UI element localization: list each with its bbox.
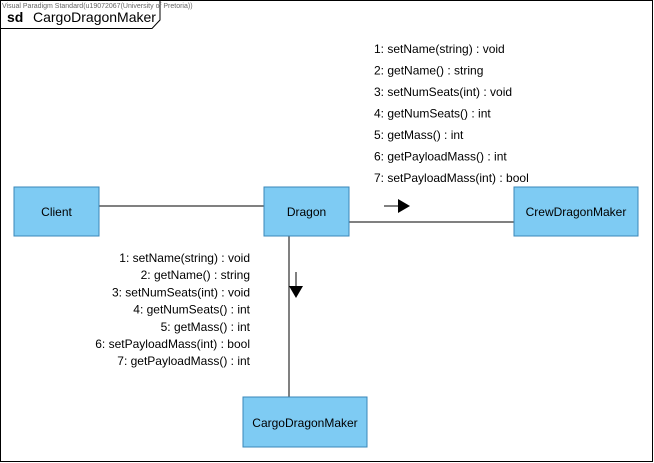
message-label: 2: getName() : string [141, 268, 250, 282]
message-label: 4: getNumSeats() : int [374, 107, 491, 121]
object-crew-dragon-maker[interactable]: CrewDragonMaker [513, 186, 639, 237]
message-label: 7: setPayloadMass(int) : bool [374, 171, 529, 185]
object-dragon-label: Dragon [287, 205, 326, 219]
message-label: 1: setName(string) : void [374, 42, 505, 56]
object-cargo-dragon-maker[interactable]: CargoDragonMaker [242, 396, 368, 448]
object-client[interactable]: Client [13, 186, 100, 237]
frame-title: CargoDragonMaker [33, 9, 156, 25]
object-crew-label: CrewDragonMaker [526, 205, 627, 219]
message-label: 6: getPayloadMass() : int [374, 150, 507, 164]
frame-tab [0, 0, 161, 29]
object-dragon[interactable]: Dragon [263, 186, 350, 237]
messages-to-cargo: 1: setName(string) : void 2: getName() : … [95, 251, 250, 368]
frame-keyword: sd [7, 9, 23, 25]
message-label: 3: setNumSeats(int) : void [374, 85, 512, 99]
watermark: Visual Paradigm Standard(u19072067(Unive… [2, 3, 193, 10]
object-cargo-label: CargoDragonMaker [252, 416, 357, 430]
message-label: 5: getMass() : int [161, 320, 251, 334]
message-label: 7: getPayloadMass() : int [117, 354, 250, 368]
message-label: 6: setPayloadMass(int) : bool [95, 337, 250, 351]
message-label: 1: setName(string) : void [119, 251, 250, 265]
message-label: 5: getMass() : int [374, 128, 464, 142]
object-client-label: Client [41, 205, 72, 219]
arrow-to-crew-head [398, 199, 410, 213]
message-label: 4: getNumSeats() : int [133, 303, 250, 317]
messages-to-crew: 1: setName(string) : void 2: getName() : … [374, 42, 529, 185]
message-label: 2: getName() : string [374, 64, 483, 78]
arrow-to-cargo-head [289, 286, 303, 298]
message-label: 3: setNumSeats(int) : void [112, 285, 250, 299]
